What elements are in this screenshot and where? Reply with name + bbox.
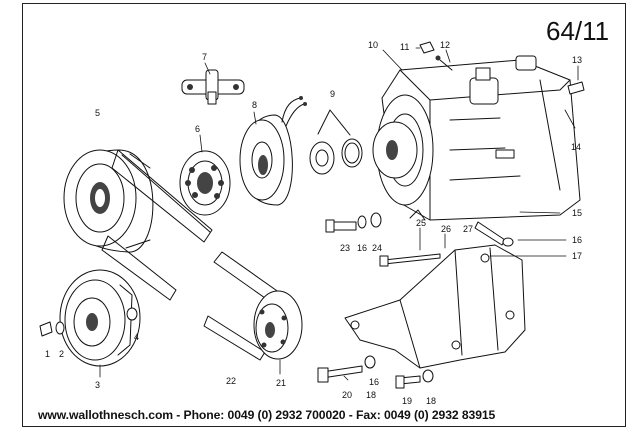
washer-16-left-drawing bbox=[357, 215, 367, 229]
valve-drawing bbox=[435, 55, 453, 71]
idler-pulley-drawing bbox=[253, 290, 303, 360]
nut-24-drawing bbox=[370, 212, 382, 228]
part-label-14: 14 bbox=[571, 142, 581, 152]
long-bolt-25-drawing bbox=[379, 253, 441, 267]
bolt-19-drawing bbox=[395, 375, 421, 389]
part-label-8: 8 bbox=[252, 100, 257, 110]
nut-18-left-drawing bbox=[364, 355, 376, 369]
cap-nut-drawing bbox=[419, 41, 435, 54]
part-label-16-lower: 16 bbox=[369, 377, 379, 387]
bolt-1-drawing bbox=[39, 321, 53, 337]
part-number-labels: 1 2 3 4 5 6 7 8 9 10 11 12 13 14 15 16 1… bbox=[45, 40, 582, 406]
part-label-7: 7 bbox=[202, 52, 207, 62]
part-label-26: 26 bbox=[441, 224, 451, 234]
large-pulley-drawing bbox=[63, 149, 154, 253]
part-label-20: 20 bbox=[342, 390, 352, 400]
part-label-25: 25 bbox=[416, 218, 426, 228]
part-label-12: 12 bbox=[440, 40, 450, 50]
part-label-24: 24 bbox=[372, 243, 382, 253]
compressor-drawing bbox=[372, 55, 581, 221]
v-belt-upper-drawing bbox=[101, 149, 213, 301]
contact-footer: www.wallothnesch.com - Phone: 0049 (0) 2… bbox=[38, 408, 628, 426]
part-label-11: 11 bbox=[400, 42, 409, 52]
part-label-17: 17 bbox=[572, 251, 582, 261]
part-label-19: 19 bbox=[402, 396, 412, 406]
bolt-23-drawing bbox=[325, 219, 357, 233]
bolt-20-drawing bbox=[317, 365, 363, 383]
part-label-15: 15 bbox=[572, 208, 582, 218]
page-number: 64/11 bbox=[546, 16, 609, 46]
part-label-3: 3 bbox=[95, 380, 100, 390]
bracket-drawing bbox=[344, 244, 526, 369]
crank-pulley-drawing bbox=[59, 269, 141, 367]
part-label-21: 21 bbox=[276, 378, 286, 388]
part-label-22: 22 bbox=[226, 376, 236, 386]
part-label-4: 4 bbox=[134, 332, 139, 342]
contact-line-text: www.wallothnesch.com - Phone: 0049 (0) 2… bbox=[38, 408, 496, 422]
washer-2-drawing bbox=[55, 321, 65, 335]
part-label-10: 10 bbox=[368, 40, 378, 50]
part-label-16-right: 16 bbox=[572, 235, 582, 245]
nut-4-drawing bbox=[126, 307, 138, 321]
clutch-hub-drawing bbox=[309, 109, 363, 175]
part-label-16-left: 16 bbox=[357, 243, 367, 253]
washer-16-right-drawing bbox=[502, 237, 514, 247]
part-label-18-right: 18 bbox=[426, 396, 436, 406]
part-label-13: 13 bbox=[572, 55, 582, 65]
part-label-18-left: 18 bbox=[366, 390, 376, 400]
part-label-23: 23 bbox=[340, 243, 350, 253]
nut-18-right-drawing bbox=[422, 369, 434, 383]
part-label-27: 27 bbox=[463, 224, 473, 234]
leader-lines bbox=[99, 47, 579, 381]
part-label-5: 5 bbox=[95, 108, 100, 118]
clamp-drawing bbox=[181, 69, 245, 105]
screw-13-drawing bbox=[567, 81, 585, 95]
bolt-15-drawing bbox=[474, 221, 506, 246]
part-label-6: 6 bbox=[195, 124, 200, 134]
part-label-9: 9 bbox=[330, 89, 335, 99]
bearing-pulley-drawing bbox=[179, 150, 231, 216]
part-label-2: 2 bbox=[59, 349, 64, 359]
part-label-1: 1 bbox=[45, 349, 50, 359]
clutch-coil-drawing bbox=[239, 96, 307, 206]
